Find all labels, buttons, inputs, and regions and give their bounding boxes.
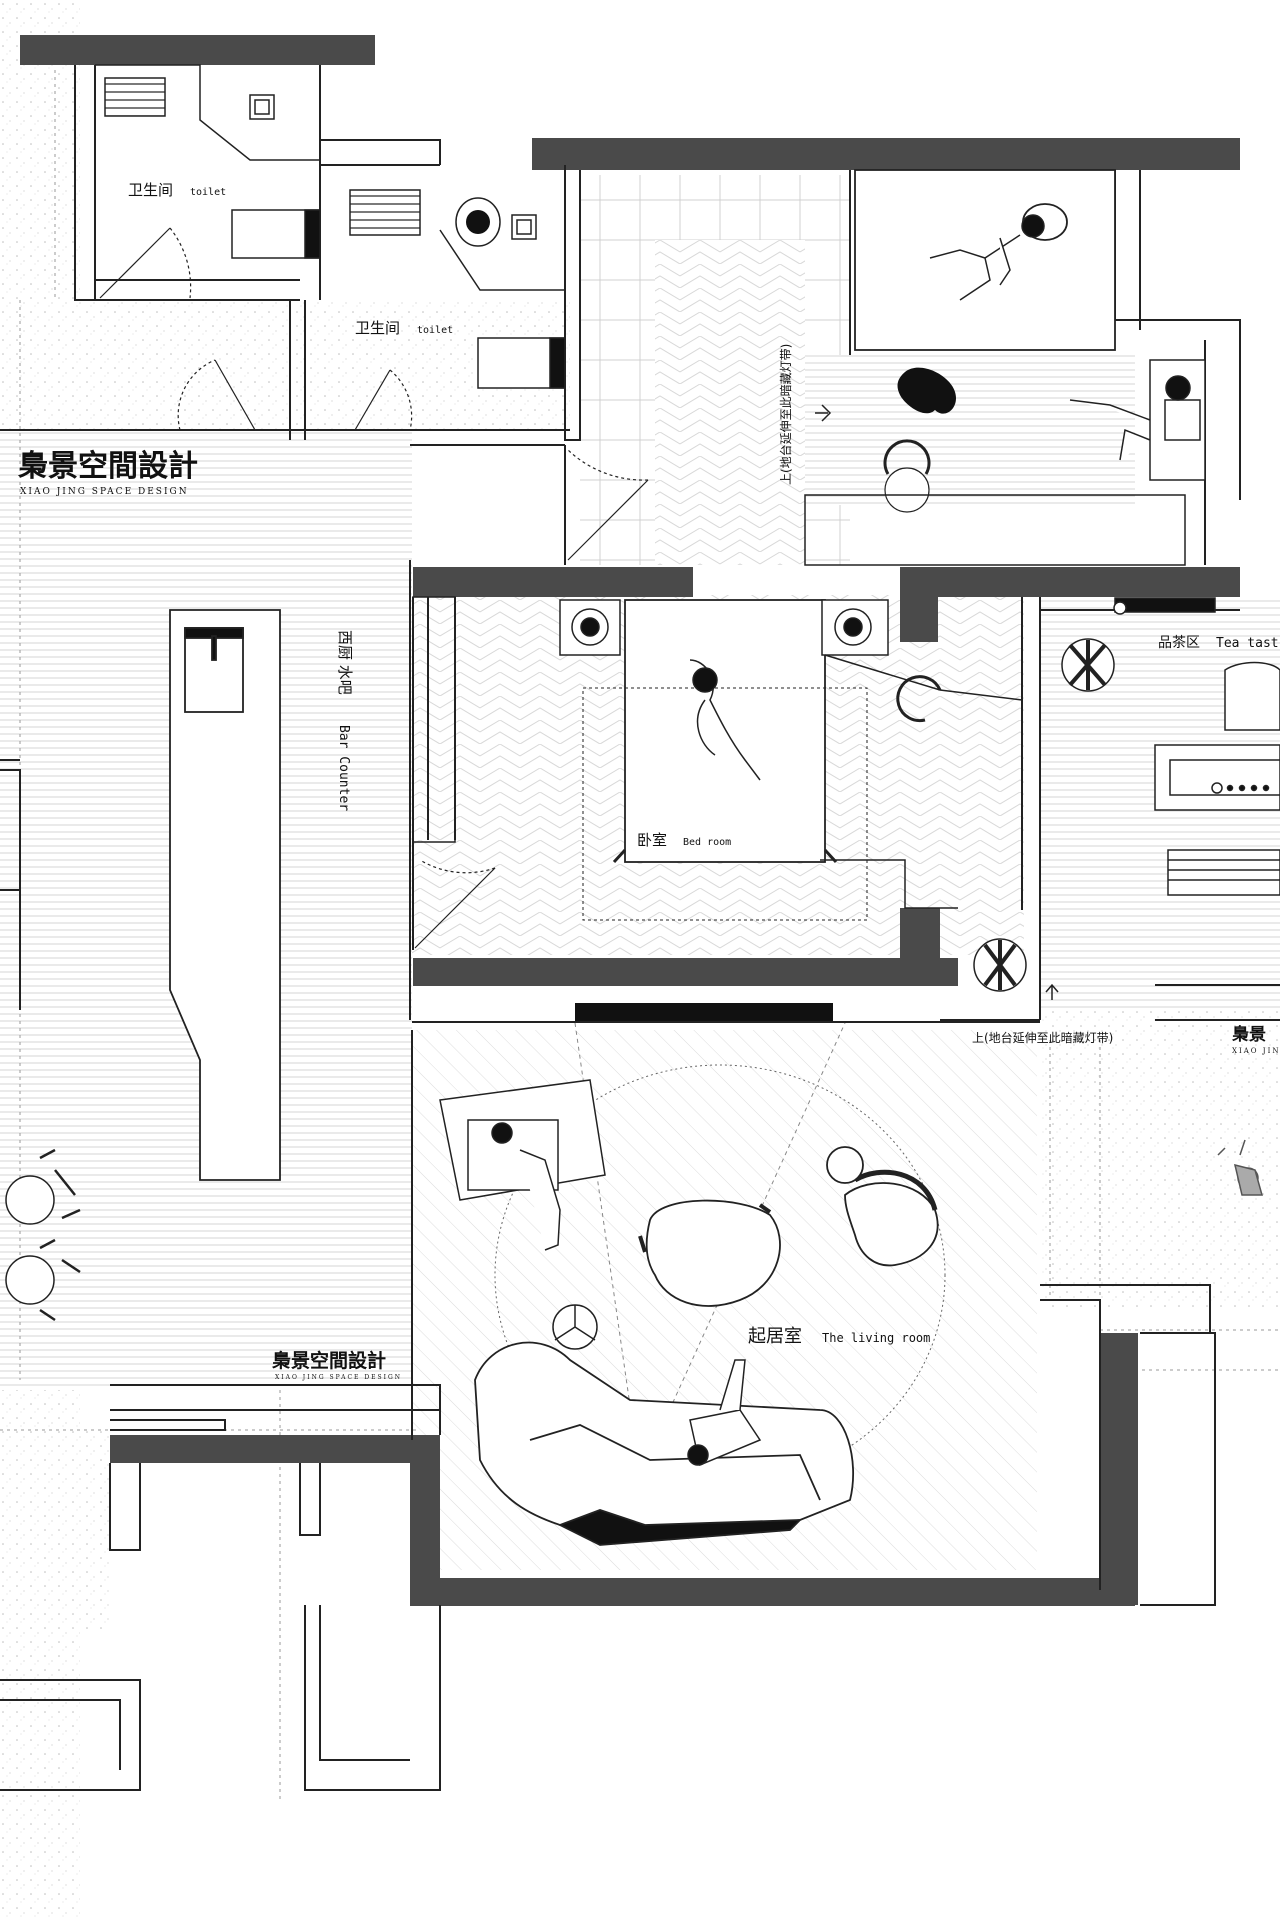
nightstands [559,599,889,656]
label-toilet-2-cn: 卫生间 [355,319,400,337]
lounge-chair [1069,359,1206,481]
side-table [552,1304,598,1350]
door-swings [99,227,649,949]
note-platform-vertical-group: 上(地台延伸至此暗藏灯带) [778,344,793,485]
step-arrows [815,404,1059,1000]
round-stool [883,439,931,513]
outer-terrazzo-right-2 [1040,1010,1280,1310]
platform-floor [805,355,1135,505]
label-toilet-2-en: toilet [417,325,453,336]
bar-stools [5,1148,81,1322]
label-bedroom: 卧室 Bed room [637,831,731,849]
brand-name-cn-right: 梟景 [1231,1024,1266,1045]
label-bar-en: Bar Counter [336,725,351,811]
platform-steps [804,494,1186,566]
armchair [439,1079,606,1251]
bottom-left-tiles [0,1430,110,1630]
brand-block-right: 梟景 XIAO JING SPACE DESIGN [1231,1024,1280,1055]
dog-icon [897,367,956,414]
walls [20,35,1240,1606]
label-living-cn: 起居室 [748,1326,802,1347]
label-living-en: The living room [822,1331,930,1345]
master-chevron [655,240,805,565]
label-toilet-1-cn: 卫生间 [128,181,173,199]
sofa-person [687,1359,762,1467]
brand-block-top: 梟景空間設計 XIAO JING SPACE DESIGN [17,449,198,497]
label-living: 起居室 The living room [748,1326,930,1347]
toilet-2-fixtures [349,189,566,389]
tea-table [1113,597,1280,896]
bed [582,599,868,921]
label-toilet-1: 卫生间 toilet [128,181,226,199]
sleeping-person-2 [689,659,761,781]
brand-name-en-bottom: XIAO JING SPACE DESIGN [275,1374,402,1381]
label-toilet-1-en: toilet [190,187,226,198]
corridor-terrazzo [0,300,570,430]
label-tea-en: Tea tast [1216,636,1279,651]
bar-counter [169,609,281,1181]
standing-person-icon [1217,1139,1263,1196]
label-bar: 西厨 水吧 Bar Counter [336,630,354,811]
label-tea: 品茶区 Tea tast [1158,635,1279,651]
label-bedroom-en: Bed room [683,837,731,848]
brand-block-bottom: 梟景空間設計 XIAO JING SPACE DESIGN [271,1349,402,1381]
person-icon [455,197,501,247]
sofa [474,1341,854,1546]
note-platform-vertical: 上(地台延伸至此暗藏灯带) [778,344,793,485]
note-platform-horizontal: 上(地台延伸至此暗藏灯带) [972,1030,1113,1045]
label-toilet-2: 卫生间 toilet [355,319,453,337]
coffee-table [638,1199,781,1307]
toilet-1-fixtures [95,64,321,259]
label-tea-cn: 品茶区 [1158,635,1200,651]
label-bar-cn: 西厨 水吧 [336,630,354,695]
accent-chair [826,1146,939,1267]
brand-name-cn-top: 梟景空間設計 [17,449,198,484]
brand-name-en-right: XIAO JING SPACE DESIGN [1232,1047,1280,1055]
bedroom-wardrobe [412,596,1023,909]
tea-chairs [973,638,1280,992]
label-bedroom-cn: 卧室 [637,831,667,849]
sleeping-person-1 [929,214,1045,301]
brand-name-cn-bottom: 梟景空間設計 [271,1349,386,1372]
brand-name-en-top: XIAO JING SPACE DESIGN [20,487,189,497]
